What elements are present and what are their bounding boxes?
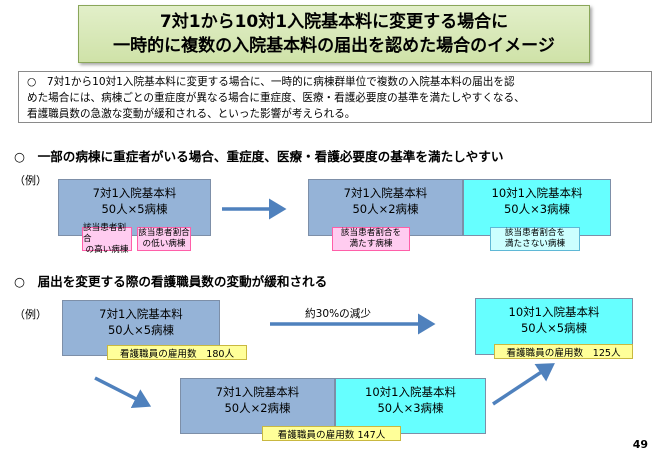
- tag-meets-line2: 満たす病棟: [349, 239, 393, 249]
- s2-mid-left-line2: 50人×2病棟: [224, 401, 291, 415]
- summary-line-1: ○ 7対1から10対1入院基本料に変更する場合に、一時的に病棟群単位で複数の入院…: [27, 76, 515, 88]
- tag-meets-line1: 該当患者割合を: [340, 228, 402, 238]
- tag-not-meets-ratio: 該当患者割合を 満たさない病棟: [490, 227, 580, 251]
- slide-title: 7対1から10対1入院基本料に変更する場合に 一時的に複数の入院基本料の届出を認…: [78, 5, 590, 63]
- section2-heading: ○ 届出を変更する際の看護職員数の変動が緩和される: [14, 274, 328, 289]
- s2-mid-10to1-box: 10対1入院基本料 50人×3病棟: [335, 378, 486, 434]
- s1-after-10to1-box: 10対1入院基本料 50人×3病棟: [463, 179, 611, 236]
- tag-not-meets-line2: 満たさない病棟: [504, 239, 566, 249]
- s2-before-line1: 7対1入院基本料: [99, 307, 183, 321]
- s1-after-7to1-box: 7対1入院基本料 50人×2病棟: [308, 179, 463, 236]
- s1-after-left-line2: 50人×2病棟: [352, 202, 419, 216]
- tag-not-meets-line1: 該当患者割合を: [504, 228, 566, 238]
- s1-after-right-line1: 10対1入院基本料: [491, 186, 583, 200]
- s2-mid-staff: 看護職員の雇用数 147人: [262, 426, 401, 441]
- s2-mid-7to1-box: 7対1入院基本料 50人×2病棟: [180, 378, 335, 434]
- s1-before-line1: 7対1入院基本料: [92, 186, 177, 200]
- tag-low-line1: 該当患者割合: [138, 228, 190, 238]
- s2-before-line2: 50人×5病棟: [107, 323, 175, 337]
- summary-line-3: 看護職員数の急激な変動が緩和される、といった影響が考えられる。: [27, 108, 356, 120]
- page-number: 49: [632, 438, 648, 451]
- summary-line-2: めた場合には、病棟ごとの重症度が異なる場合に重症度、医療・看護必要度の基準を満た…: [27, 92, 525, 104]
- s1-before-line2: 50人×5病棟: [101, 202, 168, 216]
- tag-high-line1: 該当患者割合: [83, 222, 126, 244]
- section1-heading: ○ 一部の病棟に重症者がいる場合、重症度、医療・看護必要度の基準を満たしやすい: [14, 149, 504, 164]
- tag-high-ratio: 該当患者割合 の高い病棟: [82, 223, 132, 255]
- s1-before-box: 7対1入院基本料 50人×5病棟: [58, 179, 211, 236]
- arrow-up-to-after: [492, 363, 555, 406]
- summary-box: ○ 7対1から10対1入院基本料に変更する場合に、一時的に病棟群単位で複数の入院…: [18, 71, 652, 123]
- tag-low-line2: の低い病棟: [142, 239, 186, 249]
- s2-after-line2: 50人×5病棟: [520, 321, 588, 335]
- title-line-1: 7対1から10対1入院基本料に変更する場合に: [159, 12, 509, 32]
- s2-mid-right-line2: 50人×3病棟: [377, 401, 444, 415]
- s2-mid-left-line1: 7対1入院基本料: [215, 385, 300, 399]
- reduction-label: 約30%の減少: [305, 308, 371, 320]
- tag-low-ratio: 該当患者割合 の低い病棟: [137, 227, 191, 251]
- s1-after-left-line1: 7対1入院基本料: [343, 186, 428, 200]
- tag-meets-ratio: 該当患者割合を 満たす病棟: [332, 227, 410, 251]
- s2-after-line1: 10対1入院基本料: [508, 305, 600, 319]
- s2-before-staff: 看護職員の雇用数 180人: [107, 345, 247, 360]
- section1-example-label: （例）: [14, 174, 47, 187]
- s2-mid-right-line1: 10対1入院基本料: [365, 385, 456, 399]
- s1-after-right-line2: 50人×3病棟: [503, 202, 571, 216]
- title-line-2: 一時的に複数の入院基本料の届出を認めた場合のイメージ: [113, 36, 555, 56]
- s2-after-staff: 看護職員の雇用数 125人: [494, 344, 633, 359]
- arrow-down-to-mid: [94, 376, 152, 409]
- tag-high-line2: の高い病棟: [85, 244, 129, 255]
- section2-example-label: （例）: [14, 308, 47, 321]
